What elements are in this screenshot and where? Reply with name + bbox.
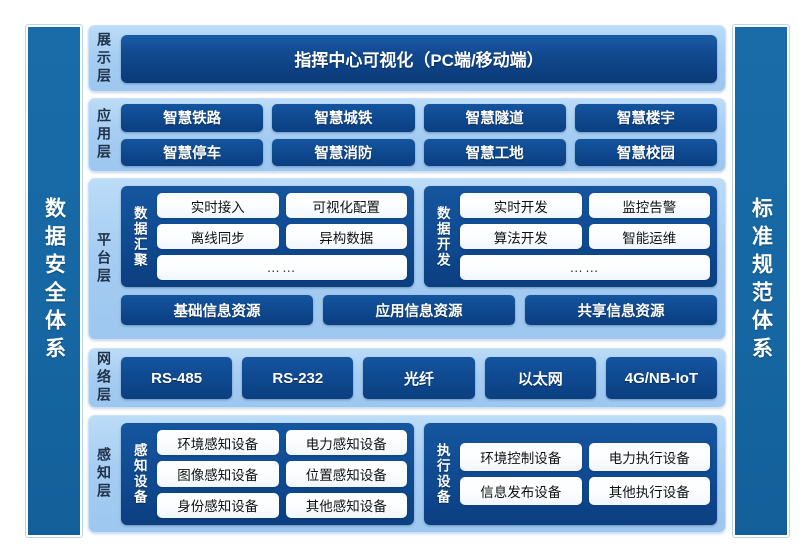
- layer-application: 应用层 智慧铁路 智慧城铁 智慧隧道 智慧楼宇 智慧停车 智慧消防 智慧工地 智…: [88, 98, 726, 172]
- sensing-item-other[interactable]: 其他感知设备: [285, 492, 407, 518]
- data-development-row-2: 算法开发 智能运维: [460, 224, 710, 249]
- network-item-fiber[interactable]: 光纤: [363, 357, 475, 399]
- layer-display-label-wrap: 展示层: [89, 26, 119, 91]
- app-item-smart-railway[interactable]: 智慧铁路: [121, 104, 264, 132]
- layer-network: 网络层 RS-485 RS-232 光纤 以太网 4G/NB-IoT: [88, 348, 726, 408]
- sensing-item-identity[interactable]: 身份感知设备: [157, 492, 279, 518]
- perception-group-sensing-devices-label-wrap: 感知设备: [128, 430, 150, 518]
- layer-perception-label: 感知层: [96, 447, 112, 501]
- actuator-item-other[interactable]: 其他执行设备: [588, 477, 710, 505]
- layer-platform-label-wrap: 平台层: [89, 179, 119, 339]
- network-row: RS-485 RS-232 光纤 以太网 4G/NB-IoT: [121, 357, 718, 399]
- platform-item-algorithm-development[interactable]: 算法开发: [460, 224, 582, 249]
- platform-item-monitoring-alarm[interactable]: 监控告警: [588, 193, 710, 218]
- layer-platform-label: 平台层: [96, 232, 112, 286]
- network-item-rs485[interactable]: RS-485: [121, 357, 233, 399]
- perception-group-sensing-devices-grid: 环境感知设备 电力感知设备 图像感知设备 位置感知设备 身份感知设备 其他感知设…: [157, 430, 407, 518]
- network-item-ethernet[interactable]: 以太网: [484, 357, 596, 399]
- platform-group-data-development-label-wrap: 数据开发: [431, 193, 453, 280]
- platform-group-data-development-label: 数据开发: [434, 205, 450, 268]
- platform-item-heterogeneous-data[interactable]: 异构数据: [285, 224, 407, 249]
- data-development-row-3: ……: [460, 255, 710, 280]
- layer-network-label: 网络层: [96, 351, 112, 405]
- perception-group-sensing-devices-label: 感知设备: [131, 443, 147, 505]
- perception-group-sensing-devices: 感知设备 环境感知设备 电力感知设备 图像感知设备 位置感知设备 身份感知设备: [121, 423, 414, 525]
- layer-display: 展示层 指挥中心可视化（PC端/移动端）: [88, 25, 726, 92]
- platform-item-aggregation-more[interactable]: ……: [157, 255, 407, 280]
- layer-network-label-wrap: 网络层: [89, 349, 119, 407]
- sensing-item-environment[interactable]: 环境感知设备: [157, 430, 279, 456]
- platform-item-realtime-ingest[interactable]: 实时接入: [157, 193, 279, 218]
- sensing-devices-row-2: 图像感知设备 位置感知设备: [157, 461, 407, 487]
- perception-group-actuator-devices-grid: 环境控制设备 电力执行设备 信息发布设备 其他执行设备: [460, 430, 710, 518]
- application-row-2: 智慧停车 智慧消防 智慧工地 智慧校园: [121, 138, 717, 166]
- sensing-item-power[interactable]: 电力感知设备: [285, 430, 407, 456]
- data-aggregation-row-1: 实时接入 可视化配置: [157, 193, 407, 218]
- platform-group-data-aggregation-label: 数据汇聚: [131, 205, 147, 268]
- data-aggregation-row-2: 离线同步 异构数据: [157, 224, 407, 249]
- app-item-smart-firefighting[interactable]: 智慧消防: [272, 138, 415, 166]
- layer-display-label: 展示层: [96, 31, 112, 86]
- actuator-item-power[interactable]: 电力执行设备: [588, 443, 710, 471]
- app-item-smart-parking[interactable]: 智慧停车: [121, 138, 264, 166]
- standard-specification-pillar-label: 标准规范体系: [749, 197, 773, 365]
- app-item-smart-tunnel[interactable]: 智慧隧道: [423, 104, 566, 132]
- data-aggregation-row-3: ……: [157, 255, 407, 280]
- layer-perception-body: 感知设备 环境感知设备 电力感知设备 图像感知设备 位置感知设备 身份感知设备: [119, 416, 725, 532]
- application-row-1: 智慧铁路 智慧城铁 智慧隧道 智慧楼宇: [121, 104, 717, 132]
- layer-perception-label-wrap: 感知层: [89, 416, 119, 532]
- network-item-4g-nbiot[interactable]: 4G/NB-IoT: [605, 357, 718, 399]
- platform-group-data-development: 数据开发 实时开发 监控告警 算法开发 智能运维 ……: [424, 186, 717, 287]
- platform-item-visual-config[interactable]: 可视化配置: [285, 193, 407, 218]
- platform-group-container: 数据汇聚 实时接入 可视化配置 离线同步 异构数据 ……: [121, 186, 717, 287]
- data-development-row-1: 实时开发 监控告警: [460, 193, 710, 218]
- command-center-visualization-banner[interactable]: 指挥中心可视化（PC端/移动端）: [121, 34, 717, 83]
- layer-platform-body: 数据汇聚 实时接入 可视化配置 离线同步 异构数据 ……: [119, 179, 725, 339]
- layer-network-body: RS-485 RS-232 光纤 以太网 4G/NB-IoT: [119, 349, 725, 407]
- layer-application-body: 智慧铁路 智慧城铁 智慧隧道 智慧楼宇 智慧停车 智慧消防 智慧工地 智慧校园: [119, 99, 725, 171]
- app-item-smart-building[interactable]: 智慧楼宇: [574, 104, 717, 132]
- layer-platform: 平台层 数据汇聚 实时接入 可视化配置 离线同步: [88, 178, 726, 340]
- data-security-pillar: 数据安全体系: [26, 25, 82, 537]
- actuator-item-information-release[interactable]: 信息发布设备: [460, 477, 582, 505]
- platform-item-offline-sync[interactable]: 离线同步: [157, 224, 279, 249]
- sensing-devices-row-1: 环境感知设备 电力感知设备: [157, 430, 407, 456]
- layer-display-body: 指挥中心可视化（PC端/移动端）: [119, 26, 725, 91]
- layer-application-label-wrap: 应用层: [89, 99, 119, 171]
- sensing-item-location[interactable]: 位置感知设备: [285, 461, 407, 487]
- platform-group-data-aggregation-grid: 实时接入 可视化配置 离线同步 异构数据 ……: [157, 193, 407, 280]
- perception-group-actuator-devices-label-wrap: 执行设备: [431, 430, 453, 518]
- standard-specification-pillar: 标准规范体系: [733, 25, 789, 537]
- actuator-item-environment-control[interactable]: 环境控制设备: [460, 443, 582, 471]
- platform-item-realtime-development[interactable]: 实时开发: [460, 193, 582, 218]
- sensing-item-image[interactable]: 图像感知设备: [157, 461, 279, 487]
- data-security-pillar-label: 数据安全体系: [42, 197, 66, 365]
- layer-application-label: 应用层: [96, 108, 112, 162]
- platform-item-development-more[interactable]: ……: [460, 255, 710, 280]
- platform-group-data-aggregation: 数据汇聚 实时接入 可视化配置 离线同步 异构数据 ……: [121, 186, 414, 287]
- app-item-smart-construction[interactable]: 智慧工地: [423, 138, 566, 166]
- resource-item-shared-information[interactable]: 共享信息资源: [525, 295, 717, 325]
- sensing-devices-row-3: 身份感知设备 其他感知设备: [157, 492, 407, 518]
- app-item-smart-urban-rail[interactable]: 智慧城铁: [272, 104, 415, 132]
- app-item-smart-campus[interactable]: 智慧校园: [574, 138, 717, 166]
- perception-group-actuator-devices: 执行设备 环境控制设备 电力执行设备 信息发布设备 其他执行设备: [424, 423, 717, 525]
- network-item-rs232[interactable]: RS-232: [242, 357, 354, 399]
- layer-perception: 感知层 感知设备 环境感知设备 电力感知设备 图像感知设备: [88, 415, 726, 533]
- actuator-devices-row-2: 信息发布设备 其他执行设备: [460, 477, 710, 505]
- platform-resource-row: 基础信息资源 应用信息资源 共享信息资源: [121, 295, 717, 325]
- resource-item-application-information[interactable]: 应用信息资源: [323, 295, 515, 325]
- actuator-devices-row-1: 环境控制设备 电力执行设备: [460, 443, 710, 471]
- platform-item-intelligent-ops[interactable]: 智能运维: [588, 224, 710, 249]
- perception-group-container: 感知设备 环境感知设备 电力感知设备 图像感知设备 位置感知设备 身份感知设备: [121, 423, 717, 525]
- platform-group-data-development-grid: 实时开发 监控告警 算法开发 智能运维 ……: [460, 193, 710, 280]
- platform-group-data-aggregation-label-wrap: 数据汇聚: [128, 193, 150, 280]
- resource-item-basic-information[interactable]: 基础信息资源: [121, 295, 313, 325]
- perception-group-actuator-devices-label: 执行设备: [434, 443, 450, 505]
